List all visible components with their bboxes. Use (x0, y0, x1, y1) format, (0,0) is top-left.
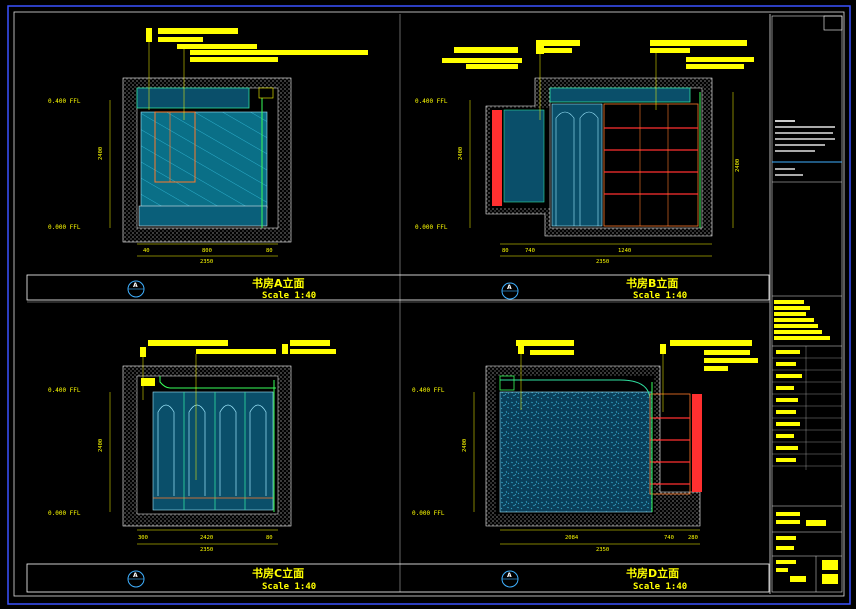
elevation-b-marker: A (501, 282, 519, 300)
svg-text:A: A (133, 572, 138, 579)
banner-bottom (26, 563, 770, 593)
elevation-d-dim-3: 280 (688, 535, 698, 541)
elevation-d-scale: Scale 1:40 (633, 582, 687, 592)
elevation-c-dim-3: 80 (266, 535, 273, 541)
sheet-inner-border (13, 11, 845, 597)
elevation-a-dim-3: 80 (266, 248, 273, 254)
elevation-c-level-bottom: 0.000 FFL (48, 510, 81, 517)
elevation-a-title: 书房A立面 (252, 276, 305, 290)
elevation-a (109, 28, 368, 257)
elevation-b-level-bottom: 0.000 FFL (415, 224, 448, 231)
sheet-border (7, 5, 851, 605)
elevation-c-dim-1: 300 (138, 535, 148, 541)
banner-top (26, 274, 770, 301)
title-block (771, 15, 843, 593)
elevation-c (109, 340, 336, 545)
elevation-c-level-top: 0.400 FFL (48, 387, 81, 394)
elevation-b-total: 2350 (596, 259, 609, 265)
elevation-d-level-bottom: 0.000 FFL (412, 510, 445, 517)
svg-text:A: A (507, 572, 512, 579)
elevation-c-marker: A (127, 570, 145, 588)
elevation-c-total: 2350 (200, 547, 213, 553)
elevation-a-dim-2: 800 (202, 248, 212, 254)
elevation-b-title: 书房B立面 (626, 276, 678, 290)
elevation-a-total: 2350 (200, 259, 213, 265)
elevation-b-dim-2: 740 (525, 248, 535, 254)
elevation-d-title: 书房D立面 (626, 566, 679, 580)
elevation-a-marker: A (127, 280, 145, 298)
elevation-c-scale: Scale 1:40 (262, 582, 316, 592)
elevation-b-dim-1: 80 (502, 248, 509, 254)
svg-text:A: A (133, 282, 138, 289)
elevation-d-level-top: 0.400 FFL (412, 387, 445, 394)
elevation-b-height: 2400 (458, 147, 464, 160)
elevation-b-scale: Scale 1:40 (633, 291, 687, 301)
elevation-d-height: 2400 (462, 439, 468, 452)
svg-text:A: A (507, 284, 512, 291)
elevation-b (442, 40, 754, 257)
elevation-b-level-top: 0.400 FFL (415, 98, 448, 105)
elevation-a-dim-1: 40 (143, 248, 150, 254)
elevation-a-height: 2400 (98, 147, 104, 160)
elevation-b-height-right: 2400 (735, 159, 741, 172)
elevation-a-scale: Scale 1:40 (262, 291, 316, 301)
elevation-c-height: 2400 (98, 439, 104, 452)
elevation-a-level-bottom: 0.000 FFL (48, 224, 81, 231)
elevation-c-dim-2: 2420 (200, 535, 213, 541)
elevation-a-level-top: 0.400 FFL (48, 98, 81, 105)
elevation-d-dim-2: 740 (664, 535, 674, 541)
elevation-b-dim-3: 1240 (618, 248, 631, 254)
elevation-d-total: 2350 (596, 547, 609, 553)
elevation-c-title: 书房C立面 (252, 566, 304, 580)
elevation-d (473, 340, 758, 545)
elevation-d-dim-1: 2084 (565, 535, 579, 541)
elevation-d-marker: A (501, 570, 519, 588)
